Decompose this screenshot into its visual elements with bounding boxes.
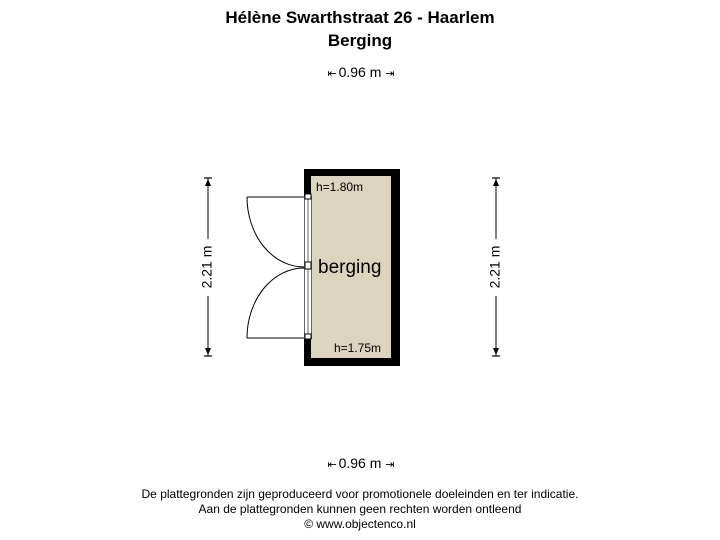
arrow-up-icon [205,179,211,186]
left-height-dimension: 2.21 m [199,177,215,357]
ceiling-height-top: h=1.80m [316,180,363,194]
disclaimer-line-2: Aan de plattegronden kunnen geen rechten… [198,502,522,516]
door-hinge [304,193,312,200]
door-hinge [304,261,312,270]
copyright-line: © www.objectenco.nl [304,517,416,531]
arrow-up-icon [493,179,499,186]
right-height-dimension: 2.21 m [487,177,503,357]
right-height-label: 2.21 m [487,246,503,289]
bottom-width-label: 0.96 m [338,455,382,471]
door-swing-arc-upper [246,196,305,268]
ceiling-height-bottom: h=1.75m [334,341,381,355]
disclaimer-line-1: De plattegronden zijn geproduceerd voor … [141,487,579,501]
arrow-right-icon: ⇥ [385,68,394,80]
door-hinge [304,333,312,340]
bottom-width-dimension: ⇤ 0.96 m ⇥ [0,455,720,473]
arrow-right-icon: ⇥ [385,459,394,471]
door-swing-arc-lower [246,267,305,339]
room-label: berging [318,257,381,278]
room-floor [311,176,391,358]
top-width-label: 0.96 m [338,64,382,80]
floor-title: Berging [327,31,393,50]
page-title: Hélène Swarthstraat 26 - Haarlem [225,8,495,27]
arrow-left-icon: ⇤ [327,68,336,80]
left-height-label: 2.21 m [199,246,215,289]
arrow-down-icon [493,348,499,355]
top-width-dimension: ⇤ 0.96 m ⇥ [0,64,720,82]
arrow-down-icon [205,348,211,355]
arrow-left-icon: ⇤ [327,459,336,471]
